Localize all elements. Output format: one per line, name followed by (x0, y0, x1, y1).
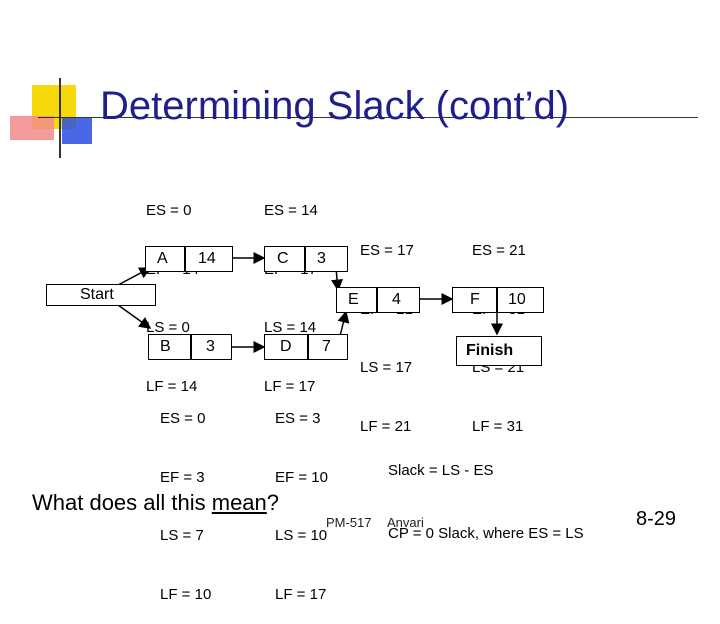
node-a-divider (184, 246, 186, 272)
node-b-lf: LF = 10 (160, 585, 212, 603)
node-d-name: D (280, 338, 292, 355)
edge-start-a (117, 267, 152, 286)
network-edges (117, 252, 503, 353)
node-d-ef: EF = 10 (275, 468, 328, 486)
node-e-name: E (348, 291, 359, 308)
node-b-divider (190, 334, 192, 360)
node-d-times: ES = 3 EF = 10 LS = 10 LF = 17 (275, 370, 328, 624)
node-a-duration: 14 (198, 250, 216, 267)
node-d-es: ES = 3 (275, 410, 321, 427)
slack-notes: Slack = LS - ES CP = 0 Slack, where ES =… (388, 418, 584, 565)
start-label: Start (80, 286, 114, 303)
deco-red-square (10, 116, 54, 140)
node-d-divider (307, 334, 309, 360)
slack-formula: Slack = LS - ES (388, 462, 494, 479)
node-d-box (264, 334, 348, 360)
node-f-name: F (470, 291, 480, 308)
deco-vertical-line (59, 78, 61, 158)
node-e-lf: LF = 21 (360, 417, 412, 435)
node-c-lf: LF = 17 (264, 377, 316, 395)
question-emphasis: mean (211, 490, 267, 515)
node-a-lf: LF = 14 (146, 377, 198, 395)
node-c-name: C (277, 250, 289, 267)
node-b-es: ES = 0 (160, 410, 206, 427)
node-f-duration: 10 (508, 291, 526, 308)
question-suffix: ? (266, 490, 280, 515)
node-b-duration: 3 (206, 338, 215, 355)
node-c-es: ES = 14 (264, 202, 318, 219)
node-c-duration: 3 (317, 250, 326, 267)
node-e-ls: LS = 17 (360, 359, 413, 376)
node-c-box (264, 246, 348, 272)
node-a-es: ES = 0 (146, 202, 192, 219)
node-b-name: B (160, 338, 171, 355)
node-d-ls: LS = 10 (275, 527, 328, 544)
footer-course: PM-517 (326, 515, 372, 530)
node-d-duration: 7 (322, 338, 331, 355)
node-b-ef: EF = 3 (160, 468, 205, 486)
start-node (46, 284, 156, 306)
node-c-ls: LS = 14 (264, 319, 317, 336)
critical-path-rule: CP = 0 Slack, where ES = LS (388, 525, 584, 542)
node-e-box (336, 287, 420, 313)
node-a-ls: LS = 0 (146, 319, 190, 336)
deco-horizontal-line (38, 117, 698, 118)
slide-title: Determining Slack (cont’d) (100, 84, 570, 128)
closing-question: What does all this mean? (32, 490, 279, 516)
question-prefix: What does all this (32, 490, 212, 515)
footer-author: Anvari (387, 515, 424, 530)
node-f-divider (496, 287, 498, 313)
node-a-name: A (157, 250, 168, 267)
page-number: 8-29 (636, 508, 677, 530)
node-a-box (145, 246, 233, 272)
node-e-divider (376, 287, 378, 313)
node-f-lf: LF = 31 (472, 417, 524, 435)
edge-start-b (117, 304, 152, 329)
node-e-es: ES = 17 (360, 242, 414, 259)
node-c-divider (304, 246, 306, 272)
node-e-duration: 4 (392, 291, 401, 308)
edge-d-e (337, 310, 350, 337)
finish-node (456, 336, 542, 366)
node-f-es: ES = 21 (472, 242, 526, 259)
node-b-ls: LS = 7 (160, 527, 204, 544)
finish-label: Finish (466, 342, 514, 359)
node-d-lf: LF = 17 (275, 585, 327, 603)
node-f-box (452, 287, 544, 313)
deco-blue-square (62, 118, 92, 144)
